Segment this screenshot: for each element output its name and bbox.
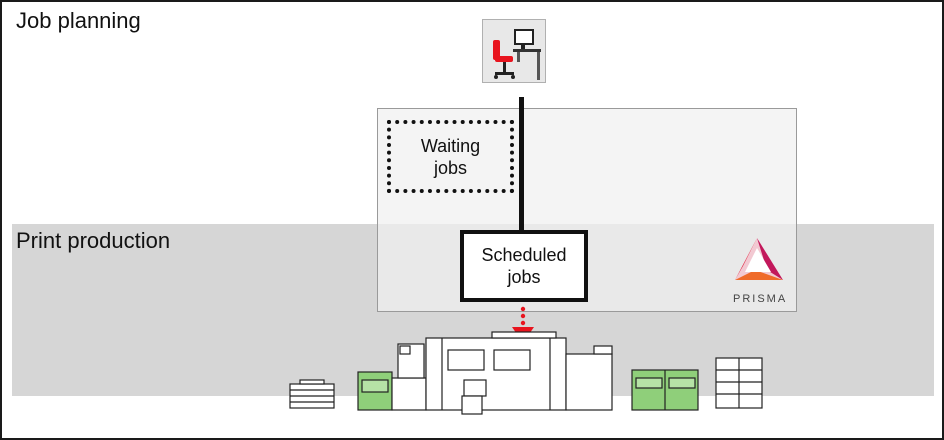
production-printer-icon: [289, 331, 763, 415]
waiting-jobs-label: Waiting jobs: [420, 135, 481, 178]
paper-stack-right-icon: [715, 357, 763, 409]
desk-workstation-icon: [482, 19, 546, 83]
workflow-connector: [519, 97, 524, 233]
waiting-jobs-box: Waiting jobs: [387, 120, 514, 193]
prisma-wordmark: PRISMA: [733, 293, 788, 305]
prisma-logo-icon: [735, 238, 783, 280]
print-production-label: Print production: [16, 228, 171, 253]
scheduled-jobs-box: Scheduled jobs: [460, 230, 588, 302]
paper-stack-left-icon: [289, 379, 335, 409]
scheduled-jobs-label: Scheduled jobs: [481, 245, 567, 287]
job-planning-label: Job planning: [16, 8, 141, 33]
